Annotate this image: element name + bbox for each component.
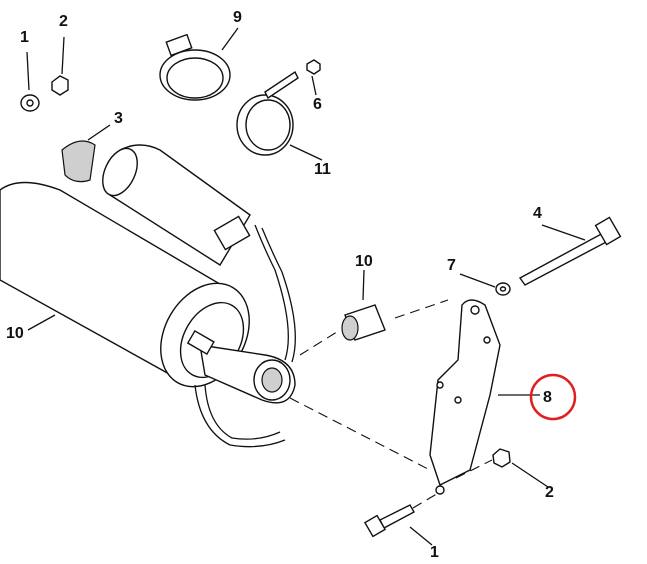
callout-4: 4 (533, 205, 542, 222)
cap-screw (363, 504, 415, 538)
muffler-body (0, 181, 296, 404)
band-clamp (236, 70, 299, 156)
long-bolt (518, 216, 622, 286)
nut-6 (306, 59, 321, 75)
callout-8: 8 (543, 389, 552, 406)
hose-clamp (159, 33, 231, 101)
highlight-circle (529, 373, 577, 421)
resonator-cylinder (102, 144, 251, 266)
callout-10-right: 10 (355, 253, 373, 270)
callout-2-bottom: 2 (545, 484, 554, 501)
callout-6: 6 (313, 96, 322, 113)
bushing (341, 304, 386, 341)
callout-7: 7 (447, 257, 456, 274)
callout-1-top: 1 (20, 29, 29, 46)
callout-11: 11 (314, 161, 331, 178)
callout-9: 9 (233, 9, 242, 26)
callout-1-bottom: 1 (430, 544, 439, 561)
callout-3: 3 (114, 110, 123, 127)
callout-10-left: 10 (6, 325, 24, 342)
nut (492, 448, 511, 468)
mounting-bracket (429, 299, 501, 495)
nut-top (51, 75, 69, 96)
callout-2-top: 2 (59, 13, 68, 30)
isolator-block (61, 140, 96, 183)
